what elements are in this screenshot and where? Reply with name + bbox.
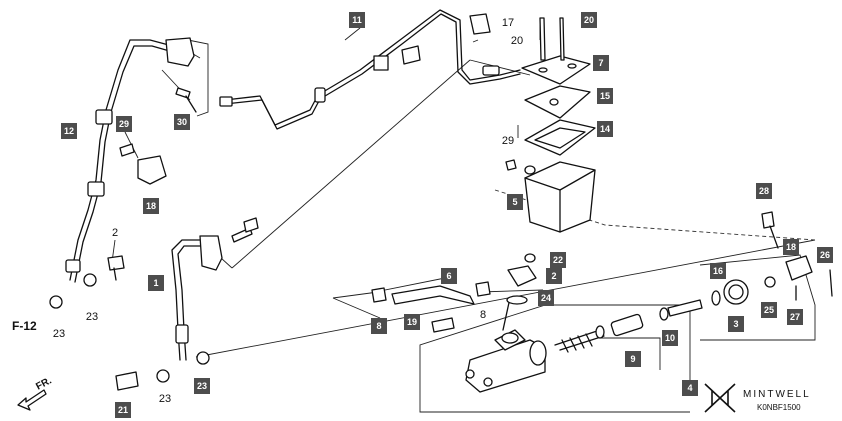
- callout-7: 7: [598, 58, 603, 68]
- piston-assembly: [554, 299, 703, 353]
- callout-23-c: 23: [159, 393, 171, 405]
- callout-21: 21: [118, 405, 128, 415]
- callout-3: 3: [733, 319, 738, 329]
- callout-11: 11: [352, 15, 362, 25]
- callout-14: 14: [600, 124, 610, 134]
- callout-20: 20: [511, 35, 523, 47]
- hose-11: [219, 9, 521, 130]
- f12-reference: F-12: [12, 319, 37, 333]
- callout-2: 2: [112, 227, 118, 239]
- callout-4: 4: [687, 383, 692, 393]
- clip-17: [469, 13, 491, 35]
- callout-27: 27: [790, 312, 800, 322]
- master-cylinder-body: [465, 297, 547, 393]
- callout-2-box: 2: [551, 271, 556, 281]
- leader-lines: [101, 22, 816, 413]
- callout-9: 9: [630, 354, 635, 364]
- hose-6: [371, 253, 537, 333]
- reference-markers: F-12 FR.: [12, 319, 54, 411]
- callout-18: 18: [146, 201, 156, 211]
- callout-6: 6: [446, 271, 451, 281]
- diagram-code: K0NBF1500: [757, 403, 801, 412]
- callout-20-box: 20: [584, 15, 594, 25]
- reservoir-assembly: [505, 17, 596, 233]
- callout-12: 12: [64, 126, 74, 136]
- fasteners-left: [49, 87, 259, 391]
- callout-23-b: 23: [86, 311, 98, 323]
- callout-24: 24: [541, 293, 551, 303]
- hose-1: [171, 235, 223, 361]
- callout-23-box: 23: [197, 381, 207, 391]
- brand-name: MINTWELL: [743, 389, 811, 400]
- front-arrow-icon: [17, 389, 47, 411]
- callout-8: 8: [480, 309, 486, 321]
- callout-18-b: 18: [786, 242, 796, 252]
- clamp-part: [373, 45, 421, 71]
- bracket-assembly: [761, 211, 833, 301]
- callout-25: 25: [764, 305, 774, 315]
- callout-26: 26: [820, 250, 830, 260]
- callout-22: 22: [553, 255, 563, 265]
- callout-5: 5: [512, 197, 517, 207]
- hose-12: [65, 37, 195, 283]
- callout-labels: 11 17 20 20 7 15 14 29 5 12 29 30 18 2 1…: [53, 12, 833, 418]
- callout-8-box: 8: [376, 321, 381, 331]
- callout-29-box: 29: [119, 119, 129, 129]
- label-box: [349, 12, 365, 28]
- brand-watermark: MINTWELL K0NBF1500: [704, 383, 811, 413]
- cup-seals: [711, 279, 749, 306]
- callout-15: 15: [600, 91, 610, 101]
- callout-23-a: 23: [53, 328, 65, 340]
- mintwell-logo-icon: [704, 383, 736, 413]
- front-reference: FR.: [34, 375, 54, 392]
- callout-17: 17: [502, 17, 514, 29]
- callout-10: 10: [665, 333, 675, 343]
- callout-28: 28: [759, 186, 769, 196]
- callout-19: 19: [407, 317, 417, 327]
- callout-30: 30: [177, 117, 187, 127]
- callout-29: 29: [502, 135, 514, 147]
- callout-1: 1: [153, 278, 158, 288]
- callout-16: 16: [713, 266, 723, 276]
